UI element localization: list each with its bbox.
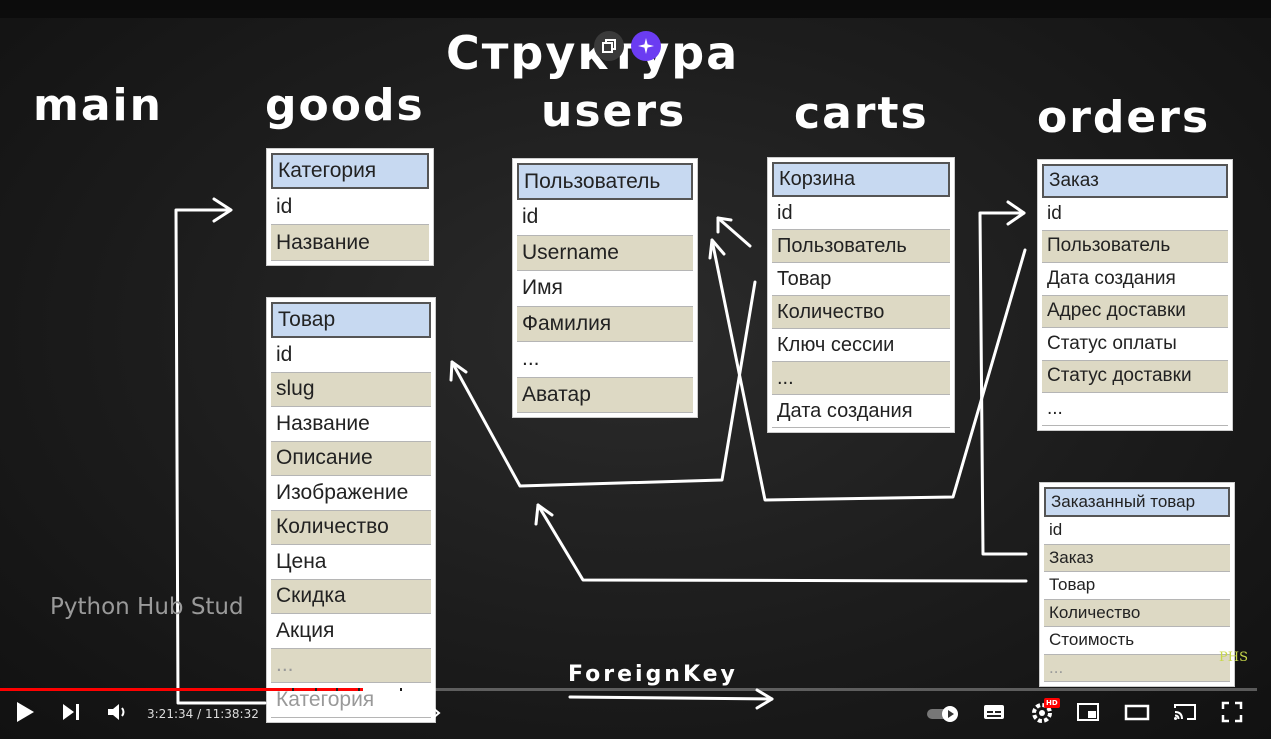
table-carts-cart: Корзина id Пользователь Товар Количество… [768,158,954,432]
app-heading-main: main [33,80,163,131]
table-row: Акция [271,614,431,649]
autoplay-toggle[interactable] [926,706,962,726]
settings-icon[interactable] [1030,700,1056,730]
app-heading-goods: goods [265,80,425,131]
table-row: Аватар [517,377,693,413]
time-display: 3:21:34 / 11:38:32 [147,707,259,721]
slide-title: Структура [446,26,740,80]
subtitles-icon[interactable] [982,700,1006,728]
corner-logo: PHS [1219,650,1248,665]
chapter-divider [315,688,317,691]
fk-arrow-product-category [174,208,267,705]
table-row: Дата создания [1042,263,1228,296]
table-row: Количество [772,296,950,329]
table-goods-product: Товар id slug Название Описание Изображе… [267,298,435,722]
fk-arrow-item-order [978,211,1028,556]
table-row: id [1044,517,1230,545]
chapter-divider [292,688,294,691]
table-orders-order: Заказ id Пользователь Дата создания Адре… [1038,160,1232,430]
table-row: Пользователь [772,230,950,263]
table-header: Корзина [772,162,950,197]
table-row: Описание [271,441,431,476]
chapter-chevron-icon[interactable] [430,705,442,725]
table-row: Количество [271,510,431,545]
table-orders-item: Заказанный товар id Заказ Товар Количест… [1040,483,1234,686]
time-separator: / [197,707,202,721]
table-row: Пользователь [1042,230,1228,263]
table-header: Пользователь [517,163,693,200]
video-player-controls: 3:21:34 / 11:38:32 HD [0,680,1271,739]
fk-arrow-item-product [536,503,1028,583]
table-goods-category: Категория id Название [267,149,433,265]
table-users-user: Пользователь id Username Имя Фамилия ...… [513,159,697,417]
play-icon[interactable] [14,700,36,728]
table-row: Цена [271,545,431,580]
table-row: id [772,197,950,230]
table-row: id [271,189,429,225]
table-row: Скидка [271,579,431,614]
table-row: Дата создания [772,395,950,428]
sparkle-icon[interactable] [631,31,661,61]
table-row: Ключ сессии [772,329,950,362]
foreign-key-legend: ForeignKey [568,662,738,687]
time-total: 11:38:32 [204,707,259,721]
table-header: Заказ [1042,164,1228,198]
chapter-divider [358,688,360,691]
table-row: Количество [1044,599,1230,627]
fk-arrow-cart-user [716,216,752,248]
table-row: Товар [1044,572,1230,600]
table-row: Изображение [271,476,431,511]
table-row: ... [517,342,693,378]
table-row: ... [1042,393,1228,426]
table-header: Заказанный товар [1044,487,1230,517]
progress-played [0,688,364,691]
table-header: Товар [271,302,431,338]
chapter-divider [400,688,402,691]
table-row: Статус доставки [1042,360,1228,393]
copy-icon[interactable] [594,31,624,61]
cast-icon[interactable] [1172,700,1198,728]
app-heading-orders: orders [1037,92,1211,143]
table-row: id [271,338,431,373]
table-row: Название [271,225,429,261]
progress-track[interactable] [0,688,1257,691]
table-row: Заказ [1044,544,1230,572]
table-row: ... [1044,654,1230,682]
table-row: ... [271,648,431,683]
next-icon[interactable] [60,700,82,728]
table-row: Название [271,407,431,442]
table-row: id [1042,198,1228,231]
table-row: ... [772,362,950,395]
table-row: Стоимость [1044,627,1230,655]
table-row: Статус оплаты [1042,328,1228,361]
app-heading-carts: carts [794,88,929,139]
hd-badge: HD [1044,698,1060,708]
volume-icon[interactable] [106,700,128,728]
table-row: Адрес доставки [1042,295,1228,328]
table-row: Товар [772,263,950,296]
theater-icon[interactable] [1124,700,1150,728]
table-header: Категория [271,153,429,189]
table-row: slug [271,372,431,407]
table-row: Имя [517,271,693,307]
table-row: Фамилия [517,306,693,342]
fullscreen-icon[interactable] [1220,700,1244,728]
channel-watermark: Python Hub Stud [50,594,244,620]
miniplayer-icon[interactable] [1076,700,1100,728]
window-top-bar [0,0,1271,18]
chapter-divider [336,688,338,691]
app-heading-users: users [541,86,687,137]
table-row: Username [517,235,693,271]
table-row: id [517,200,693,236]
time-current: 3:21:34 [147,707,194,721]
